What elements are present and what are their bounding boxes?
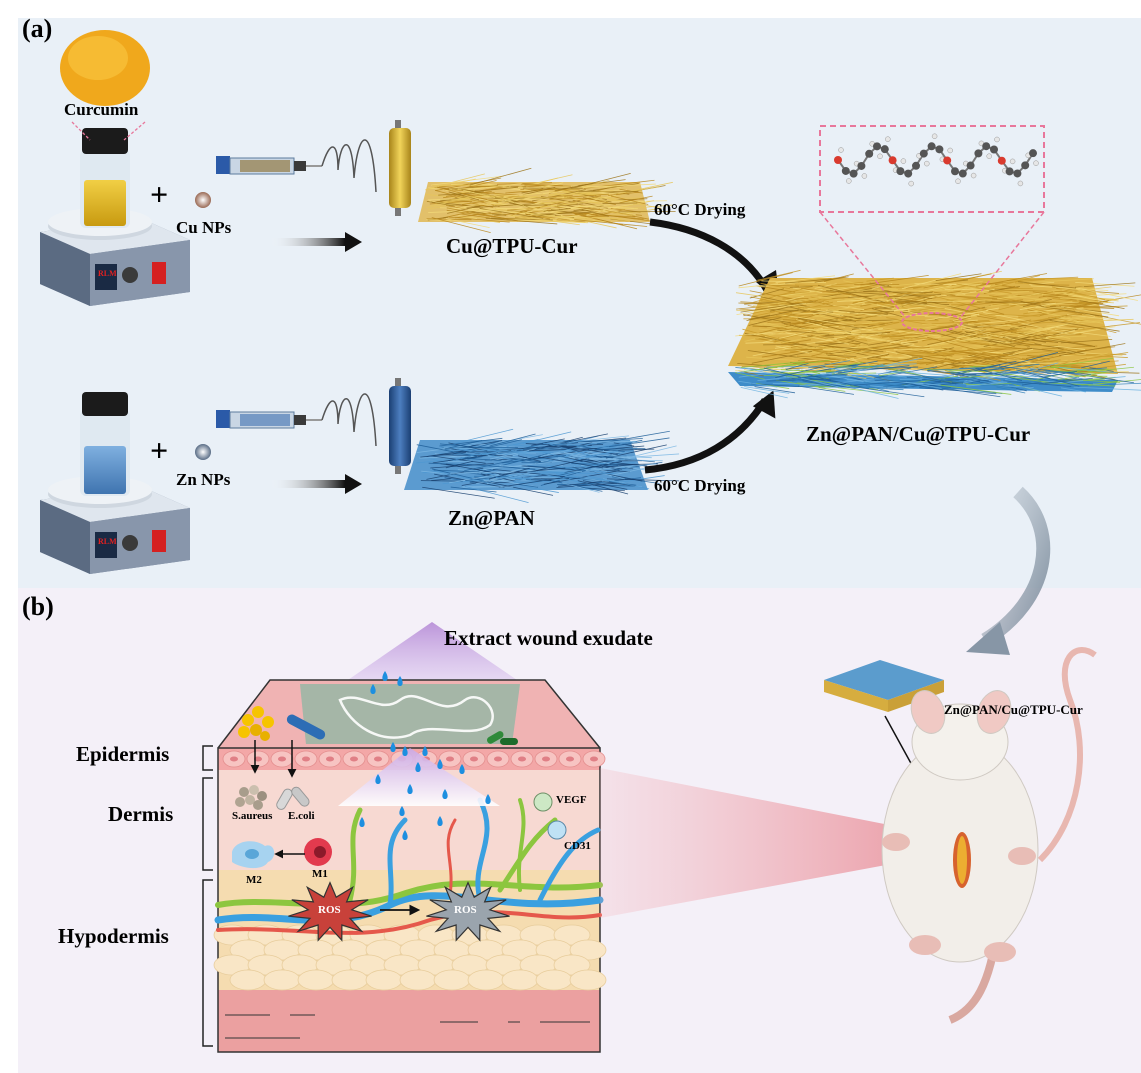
ros-star-red — [288, 881, 372, 942]
exudate-droplets — [359, 671, 491, 840]
process-arrow-top — [270, 232, 362, 252]
curcumin-molecule — [834, 133, 1039, 187]
e-coli-label: E.coli — [288, 810, 315, 822]
vegf-marker — [533, 792, 553, 812]
zn-nps-label: Zn NPs — [176, 470, 231, 489]
zoom-beam — [600, 768, 940, 918]
plus-sign-top: + — [150, 176, 169, 212]
drying-label-top: 60°C Drying — [654, 200, 746, 219]
vegf-label: VEGF — [556, 794, 587, 806]
hypodermis-fat-cells — [213, 924, 607, 991]
cu-nps-label: Cu NPs — [176, 218, 232, 237]
ros-label-gray: ROS — [454, 904, 477, 916]
cd31-label: CD31 — [564, 840, 591, 852]
drying-arrow-top — [649, 218, 772, 294]
zoom-ellipse — [901, 312, 963, 332]
curcumin-label: Curcumin — [64, 100, 139, 119]
jar-curcumin — [80, 128, 130, 228]
rod-nanoparticle — [286, 714, 326, 740]
s-aureus-cluster — [235, 785, 267, 810]
process-arrow-bottom — [270, 474, 362, 494]
dermis-label: Dermis — [108, 802, 174, 826]
collector-roller-zn — [389, 378, 411, 474]
ros-label-red: ROS — [318, 904, 341, 916]
wound-dressing — [300, 684, 520, 744]
exudate-arrow — [345, 622, 520, 682]
hypodermis-label: Hypodermis — [58, 924, 169, 948]
m2-macrophage — [232, 841, 275, 869]
mouse-dressing-label: Zn@PAN/Cu@TPU-Cur — [944, 702, 1083, 717]
stirrer-bottom — [40, 476, 190, 574]
syringe-bottom — [216, 393, 377, 447]
drying-arrow-bottom — [644, 398, 768, 474]
layer-brackets — [202, 745, 213, 1047]
s-aureus-label: S.aureus — [232, 810, 273, 822]
transfer-arrow — [981, 486, 1051, 646]
stirrer-display-top: RLM — [98, 269, 117, 278]
e-coli-rods — [276, 786, 310, 810]
composite-membrane — [728, 269, 1141, 399]
drying-label-bottom: 60°C Drying — [654, 476, 746, 495]
m1-macrophage — [304, 838, 332, 866]
jar-zn — [80, 392, 130, 496]
syringe-top — [216, 139, 377, 193]
cu-nanoparticle — [195, 192, 211, 208]
ros-star-gray — [426, 881, 510, 942]
molecule-zoom-box — [819, 125, 1045, 213]
blood-vessels — [214, 797, 604, 935]
extract-label: Extract wound exudate — [444, 626, 653, 650]
m2-label: M2 — [246, 874, 262, 886]
absorption-zone — [338, 748, 500, 806]
cu-membrane-label: Cu@TPU-Cur — [446, 234, 578, 258]
zn-pan-membrane — [404, 428, 680, 503]
nanoparticle-cluster — [238, 706, 274, 741]
bacteria-on-dressing — [486, 731, 518, 745]
m1-label: M1 — [312, 868, 328, 880]
mouse — [881, 647, 1097, 1024]
stirrer-display-bottom: RLM — [98, 537, 117, 546]
zn-membrane-label: Zn@PAN — [448, 506, 535, 530]
zn-nanoparticle — [195, 444, 211, 460]
collector-roller-cu — [389, 120, 411, 216]
epidermis-label: Epidermis — [76, 742, 170, 766]
plus-sign-bottom: + — [150, 432, 169, 468]
panel-b-label: (b) — [22, 592, 54, 621]
composite-label: Zn@PAN/Cu@TPU-Cur — [806, 422, 1031, 446]
cd31-marker — [547, 820, 567, 840]
cu-tpu-cur-membrane — [418, 167, 679, 234]
panel-a-label: (a) — [22, 14, 53, 43]
